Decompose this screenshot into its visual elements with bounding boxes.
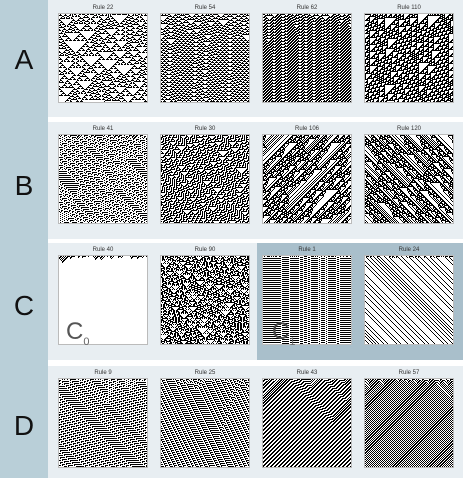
panel-title: Rule 1 <box>298 247 316 253</box>
class-c0-main: C <box>66 318 84 345</box>
class-c0-sub: 0 <box>83 335 90 348</box>
ca-grid <box>58 134 148 224</box>
panel-title: Rule 90 <box>194 247 216 253</box>
ca-grid <box>160 13 250 103</box>
class-c1-main: C <box>272 318 290 345</box>
panel-title: Rule 24 <box>398 247 420 253</box>
panel-title: Rule 30 <box>194 126 216 132</box>
class-c0-label: C0 <box>66 318 89 348</box>
panel-title: Rule 25 <box>194 370 216 376</box>
ca-grid <box>262 13 352 103</box>
ca-grid <box>58 13 148 103</box>
panel-title: Rule 110 <box>397 5 421 11</box>
ca-grid <box>262 255 352 345</box>
panel-title: Rule 9 <box>94 370 112 376</box>
panel-title: Rule 57 <box>398 370 420 376</box>
row-label-d: D <box>13 410 35 441</box>
ca-grid <box>160 378 250 468</box>
row-label-sidebar <box>0 0 48 478</box>
ca-grid <box>364 13 454 103</box>
panel-title: Rule 106 <box>294 126 320 132</box>
panel-title: Rule 54 <box>194 5 216 11</box>
row-label-b: B <box>14 170 34 201</box>
panel-title: Rule 120 <box>396 126 422 132</box>
panel-title: Rule 43 <box>296 370 318 376</box>
panel-title: Rule 40 <box>92 247 114 253</box>
panel-title: Rule 41 <box>92 126 114 132</box>
row-label-c: C <box>13 290 35 321</box>
row-label-a: A <box>14 44 34 75</box>
ca-grid <box>58 255 148 345</box>
class-c1-label: C1 <box>272 318 295 348</box>
ca-grid <box>262 134 352 224</box>
class-c1-sub: 1 <box>289 335 296 348</box>
ca-grid <box>262 378 352 468</box>
ca-grid <box>364 378 454 468</box>
panel-title: Rule 62 <box>296 5 318 11</box>
panel-title: Rule 22 <box>92 5 114 11</box>
ca-grid <box>364 134 454 224</box>
ca-grid <box>364 255 454 345</box>
ca-grid <box>160 255 250 345</box>
ca-grid <box>160 134 250 224</box>
ca-grid <box>58 378 148 468</box>
